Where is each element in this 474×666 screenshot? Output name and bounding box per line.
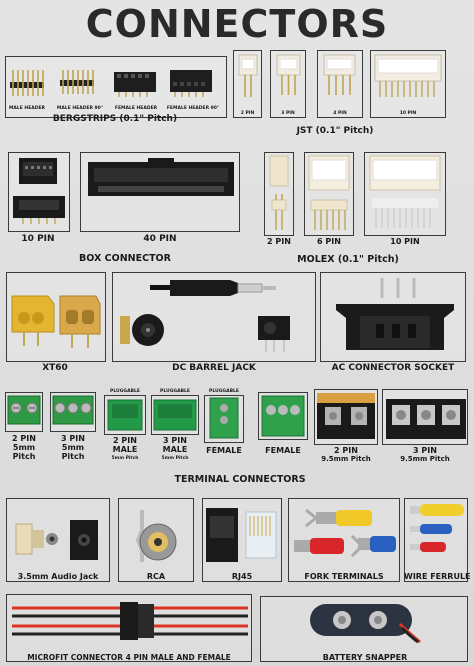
terminal-item-3-line2: MALE xyxy=(112,445,138,454)
terminal-3pin-male-image xyxy=(153,399,197,431)
terminal-9-5mm-2pin-image xyxy=(317,393,375,439)
audio-jack-label: 3.5mm Audio Jack xyxy=(17,572,99,581)
microfit-label: MICROFIT CONNECTOR 4 PIN MALE AND FEMALE xyxy=(27,653,231,662)
terminal-female-1-image xyxy=(209,397,239,439)
terminal-item-2-line1: 3 PIN xyxy=(61,434,85,443)
jst-2pin-image xyxy=(238,54,258,97)
ac-socket-label: AC CONNECTOR SOCKET xyxy=(331,363,455,373)
molex-label-6pin: 6 PIN xyxy=(317,237,341,246)
jst-label-2pin: 2 PIN xyxy=(240,111,255,116)
pluggable-label-1: PLUGGABLE xyxy=(110,389,140,394)
box-40pin-image xyxy=(88,158,234,196)
bergstrips-section-label: BERGSTRIPS (0.1" Pitch) xyxy=(52,114,178,124)
terminal-female-2-image xyxy=(261,395,305,437)
pluggable-label-3: PLUGGABLE xyxy=(209,389,239,394)
dc-barrel-label: DC BARREL JACK xyxy=(172,363,256,373)
box-label-40pin: 40 PIN xyxy=(143,234,177,244)
wire-ferrule-label: WIRE FERRULE xyxy=(404,572,471,581)
battery-snapper-label: BATTERY SNAPPER xyxy=(322,653,408,662)
jst-label-10pin: 10 PIN xyxy=(399,111,417,116)
jst-10pin-image xyxy=(374,54,442,97)
dc-barrel-plug-image xyxy=(150,280,276,296)
jst-label-4pin: 4 PIN xyxy=(333,111,347,116)
male-header-image xyxy=(10,70,44,96)
molex-6pin-image xyxy=(308,155,350,230)
dc-barrel-jack-panel-image xyxy=(120,314,164,346)
xt60-image xyxy=(11,295,101,348)
terminal-item-7-line1: 2 PIN xyxy=(334,446,358,455)
audio-jack-image xyxy=(15,520,98,560)
terminal-item-8-line1: 3 PIN xyxy=(413,446,437,455)
terminal-item-1-line2: 5mm xyxy=(12,443,36,452)
bergstrip-label-4: FEMALE HEADER 90° xyxy=(166,106,220,111)
box-connector-section-label: BOX CONNECTOR xyxy=(79,253,171,264)
bergstrip-label-3: FEMALE HEADER xyxy=(114,106,158,111)
molex-2pin-image xyxy=(269,155,289,230)
wire-ferrule-image xyxy=(410,504,464,552)
terminal-section-label: TERMINAL CONNECTORS xyxy=(174,474,306,485)
rj45-image xyxy=(206,508,277,562)
terminal-9-5mm-3pin-image xyxy=(386,399,466,439)
terminal-item-6-line1: FEMALE xyxy=(265,446,301,455)
terminal-2pin-male-image xyxy=(107,399,143,431)
terminal-item-4-line1: 3 PIN xyxy=(163,436,187,445)
jst-3pin-image xyxy=(276,54,301,95)
xt60-label: XT60 xyxy=(42,363,68,373)
bergstrip-label-2: MALE HEADER 90° xyxy=(56,106,104,111)
terminal-item-2-line2: 5mm xyxy=(61,443,85,452)
terminal-item-7-line2: 9.5mm Pitch xyxy=(321,455,371,463)
molex-10pin-image xyxy=(369,155,441,228)
ac-socket-image xyxy=(336,278,454,350)
rca-label: RCA xyxy=(146,572,166,581)
terminal-item-1-label: 2 PIN 5mm Pitch xyxy=(3,434,45,461)
female-header-image xyxy=(114,72,156,97)
rca-image xyxy=(135,510,177,562)
terminal-item-2-label: 3 PIN 5mm Pitch xyxy=(50,434,96,461)
terminal-item-8-label: 3 PIN 9.5mm Pitch xyxy=(384,446,466,464)
pluggable-label-2: PLUGGABLE xyxy=(160,389,190,394)
terminal-item-4-line2: MALE xyxy=(162,445,188,454)
terminal-item-3-label: 2 PIN MALE 5mm Pitch xyxy=(102,436,148,463)
box-10pin-image xyxy=(13,158,65,224)
female-header-90-image xyxy=(170,70,212,97)
box-label-10pin: 10 PIN xyxy=(21,234,55,244)
rj45-label: RJ45 xyxy=(231,572,253,581)
dc-barrel-jack-pcb-image xyxy=(258,316,290,352)
microfit-image xyxy=(12,602,248,640)
bergstrip-label-1: MALE HEADER xyxy=(8,106,46,111)
terminal-item-7-label: 2 PIN 9.5mm Pitch xyxy=(312,446,380,464)
terminal-item-5-label: FEMALE xyxy=(202,446,246,455)
terminal-item-3-line1: 2 PIN xyxy=(113,436,137,445)
fork-terminals-image xyxy=(294,508,396,558)
jst-label-3pin: 3 PIN xyxy=(281,111,295,116)
terminal-item-8-line2: 9.5mm Pitch xyxy=(400,455,450,463)
jst-section-label: JST (0.1" Pitch) xyxy=(296,126,374,136)
terminal-item-5-line1: FEMALE xyxy=(206,446,242,455)
terminal-item-3-line3: 5mm Pitch xyxy=(111,456,139,461)
jst-4pin-image xyxy=(323,54,356,95)
terminal-item-1-line3: Pitch xyxy=(12,452,36,461)
battery-snapper-image xyxy=(310,604,421,644)
terminal-item-6-label: FEMALE xyxy=(258,446,308,455)
male-header-90-image xyxy=(60,70,94,94)
molex-label-10pin: 10 PIN xyxy=(390,237,420,246)
terminal-item-4-line3: 5mm Pitch xyxy=(161,456,189,461)
terminal-2pin-image xyxy=(7,395,41,425)
fork-terminals-label: FORK TERMINALS xyxy=(304,572,384,581)
terminal-item-2-line3: Pitch xyxy=(61,452,85,461)
page-title: CONNECTORS xyxy=(85,2,389,46)
terminal-3pin-image xyxy=(52,395,94,425)
terminal-item-4-label: 3 PIN MALE 5mm Pitch xyxy=(151,436,199,463)
terminal-item-1-line1: 2 PIN xyxy=(12,434,36,443)
molex-label-2pin: 2 PIN xyxy=(267,237,291,246)
molex-section-label: MOLEX (0.1" Pitch) xyxy=(297,254,399,265)
